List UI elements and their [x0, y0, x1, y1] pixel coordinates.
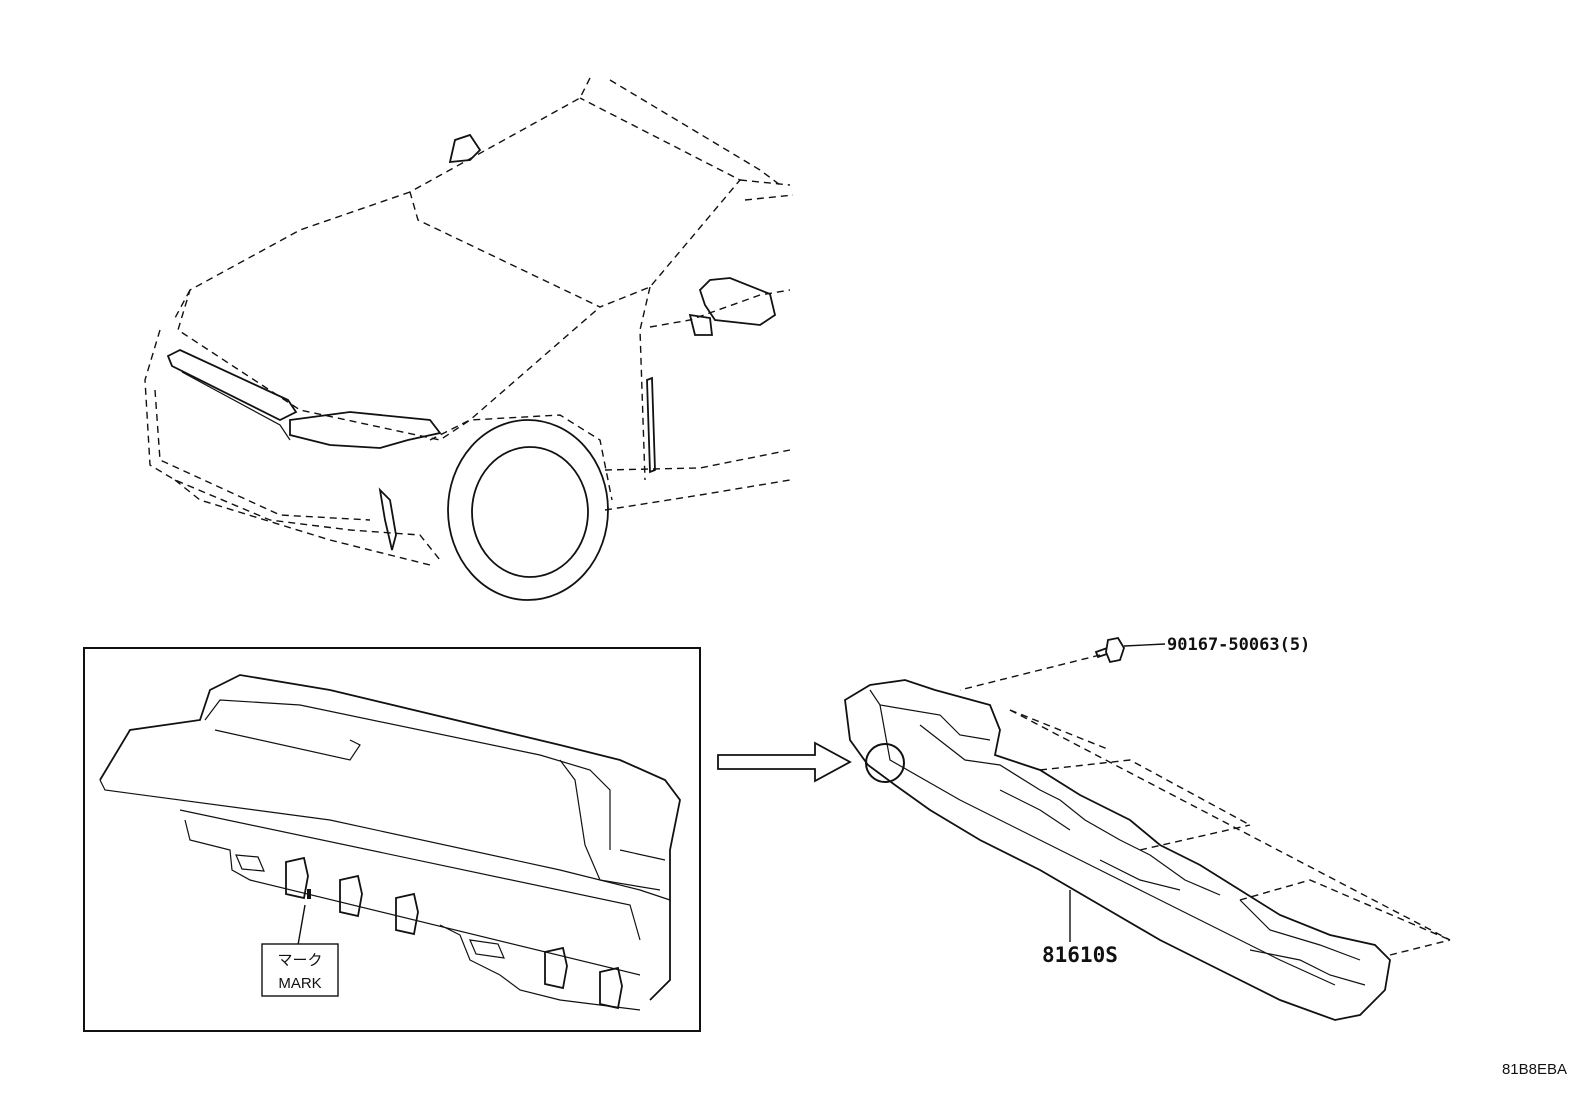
detail-view: マーク MARK: [83, 647, 701, 1032]
mark-indicator: [307, 889, 311, 899]
bolt-part-number: 90167-50063(5): [1167, 635, 1310, 655]
mark-label-en: MARK: [278, 975, 321, 992]
clip-holes: [235, 854, 623, 1010]
detail-frame: [83, 647, 701, 1032]
assembly-lines: [959, 654, 1451, 956]
bracket-part: [844, 679, 1391, 1021]
mark-label-jp: マーク: [277, 952, 322, 969]
pointer-arrow: [717, 741, 852, 783]
mark-label-box: [261, 943, 339, 997]
mark-location-circle: [865, 743, 905, 783]
bolt-leader: [1123, 643, 1166, 647]
bolt-part: 90167-50063(5): [1094, 635, 1310, 664]
diagram-code: 81B8EBA: [1502, 1061, 1567, 1078]
bracket-part-number: 81610S: [1042, 943, 1118, 967]
vehicle-outline: [144, 77, 794, 601]
